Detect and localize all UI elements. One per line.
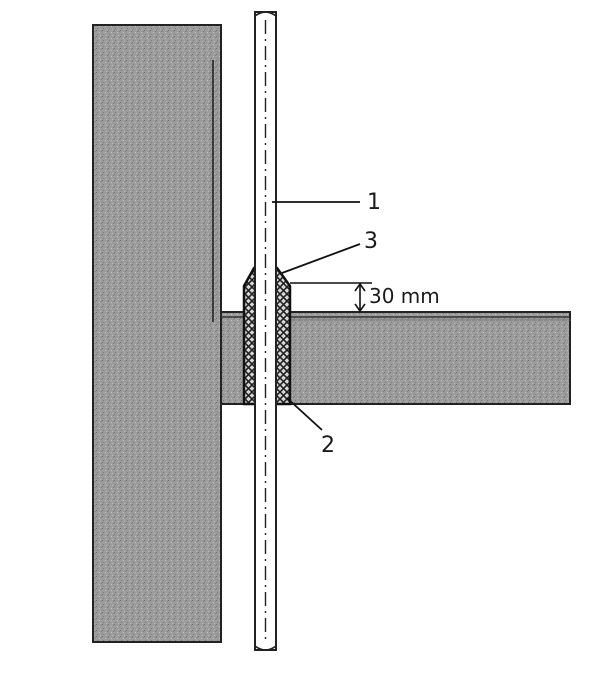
pipe-top-cap	[254, 11, 277, 17]
wall	[92, 24, 222, 643]
dim-arrow-down	[354, 303, 366, 313]
leader-2	[286, 397, 323, 431]
label-seal: 3	[364, 229, 378, 254]
leader-3	[281, 243, 361, 274]
pipe-bottom-cap	[254, 645, 277, 651]
label-pipe: 1	[367, 190, 381, 215]
label-sleeve: 2	[321, 433, 335, 458]
dim-arrow-up	[354, 282, 366, 292]
label-dimension: 30 mm	[369, 284, 440, 308]
